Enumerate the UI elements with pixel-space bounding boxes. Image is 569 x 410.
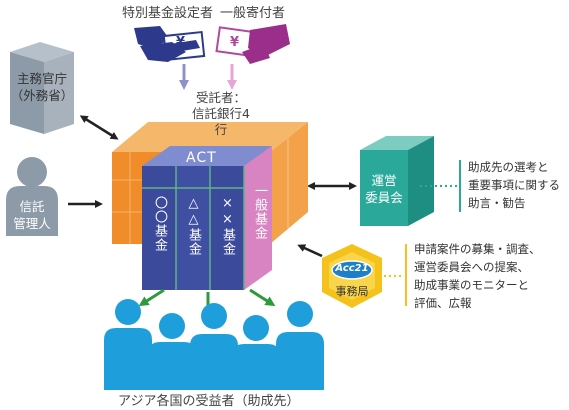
- special-donor-hand-icon: [134, 26, 206, 62]
- trustee-label: 受託者： 信託銀行4行: [186, 90, 256, 138]
- committee-note-line2: 重要事項に関する: [468, 178, 560, 192]
- ministry-label: 主務官庁 （外務省）: [10, 70, 74, 104]
- fund3-column: [210, 166, 244, 290]
- trust-admin-line1: 信託: [19, 199, 45, 214]
- act-title: ACT: [186, 150, 217, 166]
- ministry-act-arrow: [79, 115, 119, 140]
- secretariat-note-line3: 助成事業のモニターと: [414, 278, 529, 292]
- fund4-column: [244, 146, 272, 290]
- committee-line1: 運営: [371, 173, 397, 188]
- secretariat-badge: [322, 244, 382, 308]
- beneficiary-arrow-left: [138, 288, 165, 307]
- secretariat-act-arrow: [297, 244, 323, 258]
- fund-columns: [142, 146, 272, 290]
- trustee-line2: 信託銀行4行: [192, 106, 250, 137]
- secretariat-note: 申請案件の募集・調査、 運営委員会への提案、 助成事業のモニターと 評価、広報: [414, 240, 541, 312]
- secretariat-note-line1: 申請案件の募集・調査、: [414, 242, 541, 256]
- fund4-label: 一般基金: [252, 184, 267, 240]
- beneficiaries-people-icon: [104, 299, 324, 390]
- acc21-logo: Acc21: [335, 263, 369, 274]
- fund1-column: [142, 166, 176, 290]
- fund2-column: [176, 166, 210, 290]
- secretariat-label: 事務局: [335, 285, 369, 298]
- trust-administrator-label: 信託 管理人: [6, 198, 58, 232]
- fund2-label: △△基金: [186, 196, 201, 256]
- committee-box: [360, 136, 434, 226]
- general-donor-label: 一般寄付者: [220, 6, 286, 21]
- general-donor-yen: ¥: [230, 35, 240, 50]
- ministry-line1: 主務官庁: [16, 71, 67, 86]
- beneficiary-arrow-right: [249, 288, 276, 307]
- committee-label: 運営 委員会: [360, 172, 408, 206]
- committee-note-line1: 助成先の選考と: [468, 160, 549, 174]
- special-donor-label: 特別基金設定者: [122, 6, 214, 21]
- secretariat-note-line2: 運営委員会への提案、: [414, 260, 529, 274]
- committee-note-line3: 助言・勧告: [468, 196, 526, 210]
- trustee-line1: 受託者：: [195, 90, 246, 105]
- ministry-line2: （外務省）: [10, 88, 74, 103]
- general-donor-hand-icon: [215, 24, 290, 64]
- ministry-building-icon: [10, 42, 74, 134]
- committee-line2: 委員会: [365, 190, 403, 205]
- beneficiaries-label: アジア各国の受益者（助成先）: [118, 394, 300, 409]
- secretariat-note-line4: 評価、広報: [414, 296, 472, 310]
- fund1-label: 〇〇基金: [152, 196, 167, 252]
- trust-admin-line2: 管理人: [13, 216, 51, 231]
- trust-administrator-person-icon: [6, 157, 58, 236]
- committee-note: 助成先の選考と 重要事項に関する 助言・勧告: [468, 158, 560, 212]
- fund3-label: ××基金: [220, 196, 235, 256]
- special-donor-yen: ¥: [176, 35, 186, 50]
